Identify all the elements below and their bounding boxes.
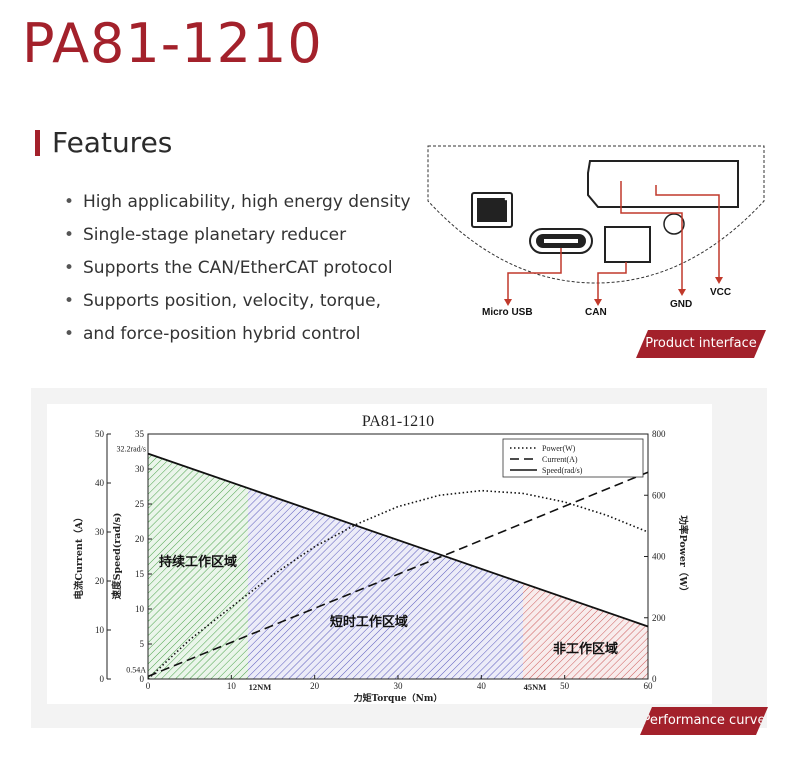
torque-tick-label: 50 bbox=[560, 681, 570, 691]
can-leader-line bbox=[597, 262, 627, 301]
torque-axis-title-cn: 力矩 bbox=[354, 692, 372, 704]
features-list: High applicability, high energy density … bbox=[64, 186, 424, 351]
speed-axis-title: 速度Speed(rad/s) bbox=[111, 513, 123, 600]
heading-accent-bar bbox=[35, 130, 40, 156]
vcc-leader-line bbox=[655, 185, 720, 279]
chart-title: PA81-1210 bbox=[362, 413, 434, 430]
region-label: 持续工作区域 bbox=[159, 554, 237, 570]
speed-tick-label: 15 bbox=[135, 569, 145, 579]
legend-label: Power(W) bbox=[542, 444, 576, 453]
speed-tick-label: 0 bbox=[140, 674, 145, 684]
feature-item: High applicability, high energy density bbox=[64, 186, 424, 219]
legend-label: Speed(rad/s) bbox=[542, 466, 583, 475]
torque-tick-label: 0 bbox=[146, 681, 151, 691]
current-tick-label: 40 bbox=[95, 478, 105, 488]
current-axis-title-en: Current（A） bbox=[73, 512, 85, 580]
current-tick-label: 10 bbox=[95, 625, 105, 635]
can-label: CAN bbox=[585, 307, 607, 318]
current-tick-label: 30 bbox=[95, 527, 105, 537]
power-tick-label: 400 bbox=[652, 552, 666, 562]
current-axis-title: 电流Current（A） bbox=[73, 512, 85, 599]
region-1 bbox=[148, 453, 248, 679]
performance-curve-tag: Performance curve bbox=[640, 707, 768, 735]
feature-item: Single-stage planetary reducer bbox=[64, 219, 424, 252]
torque-tick-label: 30 bbox=[394, 681, 404, 691]
series-line-current-a bbox=[147, 471, 649, 678]
power-connector-icon bbox=[587, 160, 739, 208]
torque-tick-label: 40 bbox=[477, 681, 487, 691]
power-tick-label: 600 bbox=[652, 490, 666, 500]
gnd-label: GND bbox=[670, 299, 692, 310]
square-port-icon bbox=[471, 192, 513, 228]
feature-item-continued: and force-position hybrid control bbox=[64, 318, 424, 351]
region-label: 短时工作区域 bbox=[330, 614, 408, 630]
torque-axis-title: 力矩Torque（Nm） bbox=[354, 692, 443, 704]
page-title: PA81-1210 bbox=[22, 12, 323, 75]
power-axis-title: 功率Power（W） bbox=[677, 515, 689, 596]
feature-item: Supports position, velocity, torque, bbox=[64, 285, 424, 318]
region-3 bbox=[523, 583, 648, 679]
power-axis-title-cn: 功率 bbox=[677, 515, 689, 535]
current-tick-label: 50 bbox=[95, 429, 105, 439]
performance-chart: PA81-1210 010203040500510152025303502004… bbox=[73, 413, 689, 704]
max-speed-label: 32.2rad/s bbox=[116, 445, 146, 454]
feature-item: Supports the CAN/EtherCAT protocol bbox=[64, 252, 424, 285]
speed-tick-label: 30 bbox=[135, 464, 145, 474]
gnd-leader-line bbox=[620, 181, 683, 291]
speed-tick-label: 25 bbox=[135, 499, 145, 509]
speed-tick-label: 10 bbox=[135, 604, 145, 614]
current-tick-label: 0 bbox=[100, 674, 105, 684]
power-tick-label: 200 bbox=[652, 613, 666, 623]
torque-marker-label: 45NM bbox=[524, 682, 547, 692]
speed-tick-label: 20 bbox=[135, 534, 145, 544]
torque-axis-title-en: Torque（Nm） bbox=[372, 693, 443, 704]
region-2 bbox=[248, 488, 523, 679]
features-heading: Features bbox=[52, 126, 173, 159]
micro-usb-label: Micro USB bbox=[482, 307, 533, 318]
power-axis-title-en: Power（W） bbox=[677, 534, 689, 596]
speed-axis-title-en: Speed(rad/s) bbox=[112, 513, 123, 581]
product-interface-diagram: Micro USB CAN GND VCC bbox=[427, 145, 765, 318]
product-interface-tag: Product interface bbox=[636, 330, 766, 358]
can-port-icon bbox=[604, 226, 651, 263]
torque-tick-label: 10 bbox=[227, 681, 237, 691]
power-tick-label: 800 bbox=[652, 429, 666, 439]
legend-label: Current(A) bbox=[542, 455, 578, 464]
torque-tick-label: 20 bbox=[310, 681, 320, 691]
current-axis-title-cn: 电流 bbox=[73, 580, 85, 600]
power-tick-label: 0 bbox=[652, 674, 657, 684]
no-load-current-label: 0.54A bbox=[126, 665, 146, 674]
speed-axis-title-cn: 速度 bbox=[111, 580, 123, 600]
region-label: 非工作区域 bbox=[553, 641, 618, 657]
series-line-speed-rad-s bbox=[147, 452, 649, 628]
micro-usb-leader-line bbox=[507, 248, 562, 301]
speed-tick-label: 5 bbox=[140, 639, 145, 649]
speed-tick-label: 35 bbox=[135, 429, 145, 439]
torque-marker-label: 12NM bbox=[249, 682, 272, 692]
vcc-label: VCC bbox=[710, 287, 731, 298]
housing-outline bbox=[427, 145, 765, 284]
torque-tick-label: 60 bbox=[644, 681, 654, 691]
round-port-icon bbox=[663, 213, 685, 235]
current-tick-label: 20 bbox=[95, 576, 105, 586]
chart-legend: Power(W) Current(A) Speed(rad/s) bbox=[502, 438, 644, 478]
